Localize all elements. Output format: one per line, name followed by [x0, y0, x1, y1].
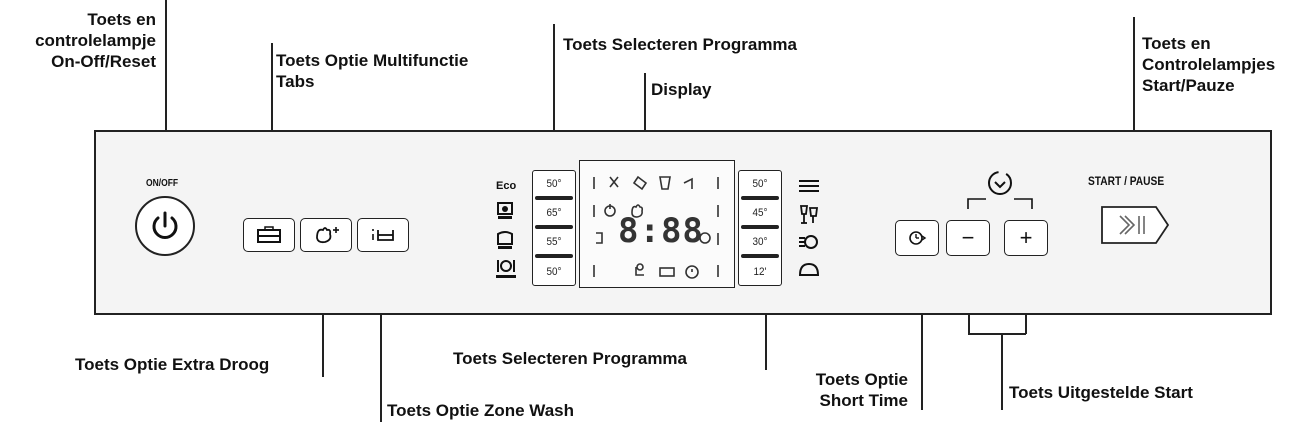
short-time-button[interactable] — [895, 220, 939, 256]
zone-wash-button[interactable] — [357, 218, 409, 252]
clock-icon — [967, 171, 1033, 209]
label-display: Display — [651, 80, 712, 99]
left-temp-2: 65° — [546, 207, 562, 219]
leader-uitgestelde-down — [1001, 333, 1003, 410]
leader-selecteren-top — [553, 24, 555, 159]
auto-program-icon-1 — [497, 202, 513, 219]
leader-multifunctie — [271, 43, 273, 215]
program-selector-left[interactable]: 50° 65° 55° 50° — [532, 170, 576, 286]
left-separator-2 — [535, 225, 573, 229]
label-multifunctie-tabs: Toets Optie Multifunctie Tabs — [276, 51, 469, 91]
leader-uitgestelde-bar — [968, 333, 1026, 335]
start-pause-caption: START / PAUSE — [1088, 174, 1165, 188]
label-start-pauze: Toets en Controlelampjes Start/Pauze — [1142, 34, 1276, 95]
program-selector-right[interactable]: 50° 45° 30° 12' — [738, 170, 782, 286]
plus-symbol: + — [1019, 225, 1033, 250]
display-segments — [593, 175, 719, 279]
power-icon — [152, 211, 178, 239]
quick-program-icon — [799, 235, 818, 249]
right-separator-3 — [741, 254, 779, 258]
leader-zone-wash — [380, 262, 382, 422]
right-temp-4: 12' — [753, 266, 767, 278]
delay-plus-button[interactable]: + — [1004, 220, 1048, 256]
delay-minus-button[interactable]: − — [946, 220, 990, 256]
label-onoff-reset: Toets en controlelampje On-Off/Reset — [35, 10, 156, 71]
left-temp-1: 50° — [546, 178, 562, 190]
label-short-time: Toets Optie Short Time — [815, 370, 908, 410]
start-pause-button[interactable] — [1098, 204, 1172, 246]
right-temp-2: 45° — [752, 207, 768, 219]
left-temp-3: 55° — [546, 236, 562, 248]
onoff-button[interactable] — [135, 196, 195, 256]
label-extra-droog: Toets Optie Extra Droog — [75, 355, 270, 374]
intensive-program-icon — [799, 180, 819, 192]
leader-start — [1133, 17, 1135, 200]
left-separator-3 — [535, 254, 573, 258]
leader-selecteren-bottom — [765, 302, 767, 370]
onoff-caption: ON/OFF — [146, 178, 179, 189]
right-temp-1: 50° — [752, 178, 768, 190]
display-digits: 8:88 — [618, 211, 704, 251]
extra-dry-icon — [316, 227, 339, 244]
auto-program-icon-3 — [496, 260, 516, 278]
minus-symbol: − — [961, 225, 975, 250]
leader-display — [644, 73, 646, 179]
eco-label: Eco — [496, 180, 517, 192]
label-selecteren-programma-top: Toets Selecteren Programma — [563, 35, 797, 54]
label-uitgestelde-start: Toets Uitgestelde Start — [1009, 383, 1193, 402]
right-temp-3: 30° — [752, 236, 768, 248]
leader-short-time — [921, 260, 923, 410]
tablet-icon — [257, 226, 281, 243]
right-separator-1 — [741, 196, 779, 200]
extra-droog-button[interactable] — [300, 218, 352, 252]
display-screen: 8:88 — [579, 160, 735, 288]
multifunctie-tabs-button[interactable] — [243, 218, 295, 252]
leader-onoff — [165, 0, 167, 190]
short-time-icon — [909, 231, 927, 245]
left-separator-1 — [535, 196, 573, 200]
label-selecteren-programma-bottom: Toets Selecteren Programma — [453, 349, 687, 368]
glass-program-icon — [799, 205, 819, 224]
right-separator-2 — [741, 225, 779, 229]
label-zone-wash: Toets Optie Zone Wash — [387, 401, 575, 420]
left-temp-4: 50° — [546, 266, 562, 278]
auto-program-icon-2 — [497, 231, 513, 249]
rinse-program-icon — [798, 262, 820, 276]
leader-extra-droog — [322, 262, 324, 377]
start-pause-icon — [1119, 215, 1145, 235]
zone-wash-icon — [372, 229, 394, 241]
